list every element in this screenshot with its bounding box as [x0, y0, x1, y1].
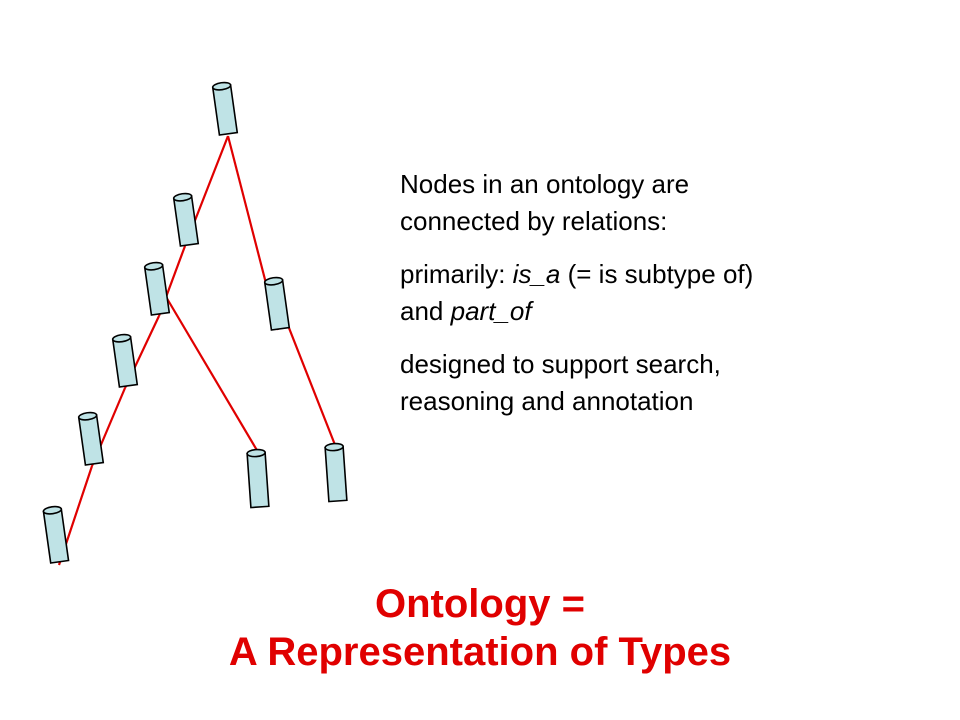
description-text: Nodes in an ontology are connected by re… [400, 166, 940, 436]
part-of-term: part_of [450, 296, 532, 326]
is-a-term: is_a [512, 259, 561, 289]
description-line: and [400, 296, 451, 326]
tree-node [246, 448, 270, 509]
relations-purpose: designed to support search, reasoning an… [400, 346, 940, 420]
tree-node [263, 276, 291, 331]
description-line: primarily: [400, 259, 513, 289]
tree-node [111, 333, 139, 388]
relations-intro: Nodes in an ontology are connected by re… [400, 166, 940, 240]
tree-node [172, 192, 200, 247]
tree-node [324, 442, 348, 503]
description-line: Nodes in an ontology are [400, 169, 690, 199]
slide-title: Ontology = A Representation of Types [0, 580, 960, 676]
tree-node [77, 411, 105, 466]
tree-node [42, 505, 70, 564]
description-line: connected by relations: [400, 206, 668, 236]
edge [158, 284, 259, 453]
title-line-2: A Representation of Types [228, 630, 732, 674]
nodes [42, 81, 348, 564]
description-line: reasoning and annotation [400, 386, 694, 416]
description-line: designed to support search, [400, 349, 721, 379]
tree-node [143, 261, 171, 316]
edges [57, 135, 339, 566]
title-line-1: Ontology = [375, 582, 585, 626]
tree-node [211, 81, 239, 136]
relations-list: primarily: is_a (= is subtype of) and pa… [400, 256, 940, 330]
description-line: (= is subtype of) [560, 259, 754, 289]
